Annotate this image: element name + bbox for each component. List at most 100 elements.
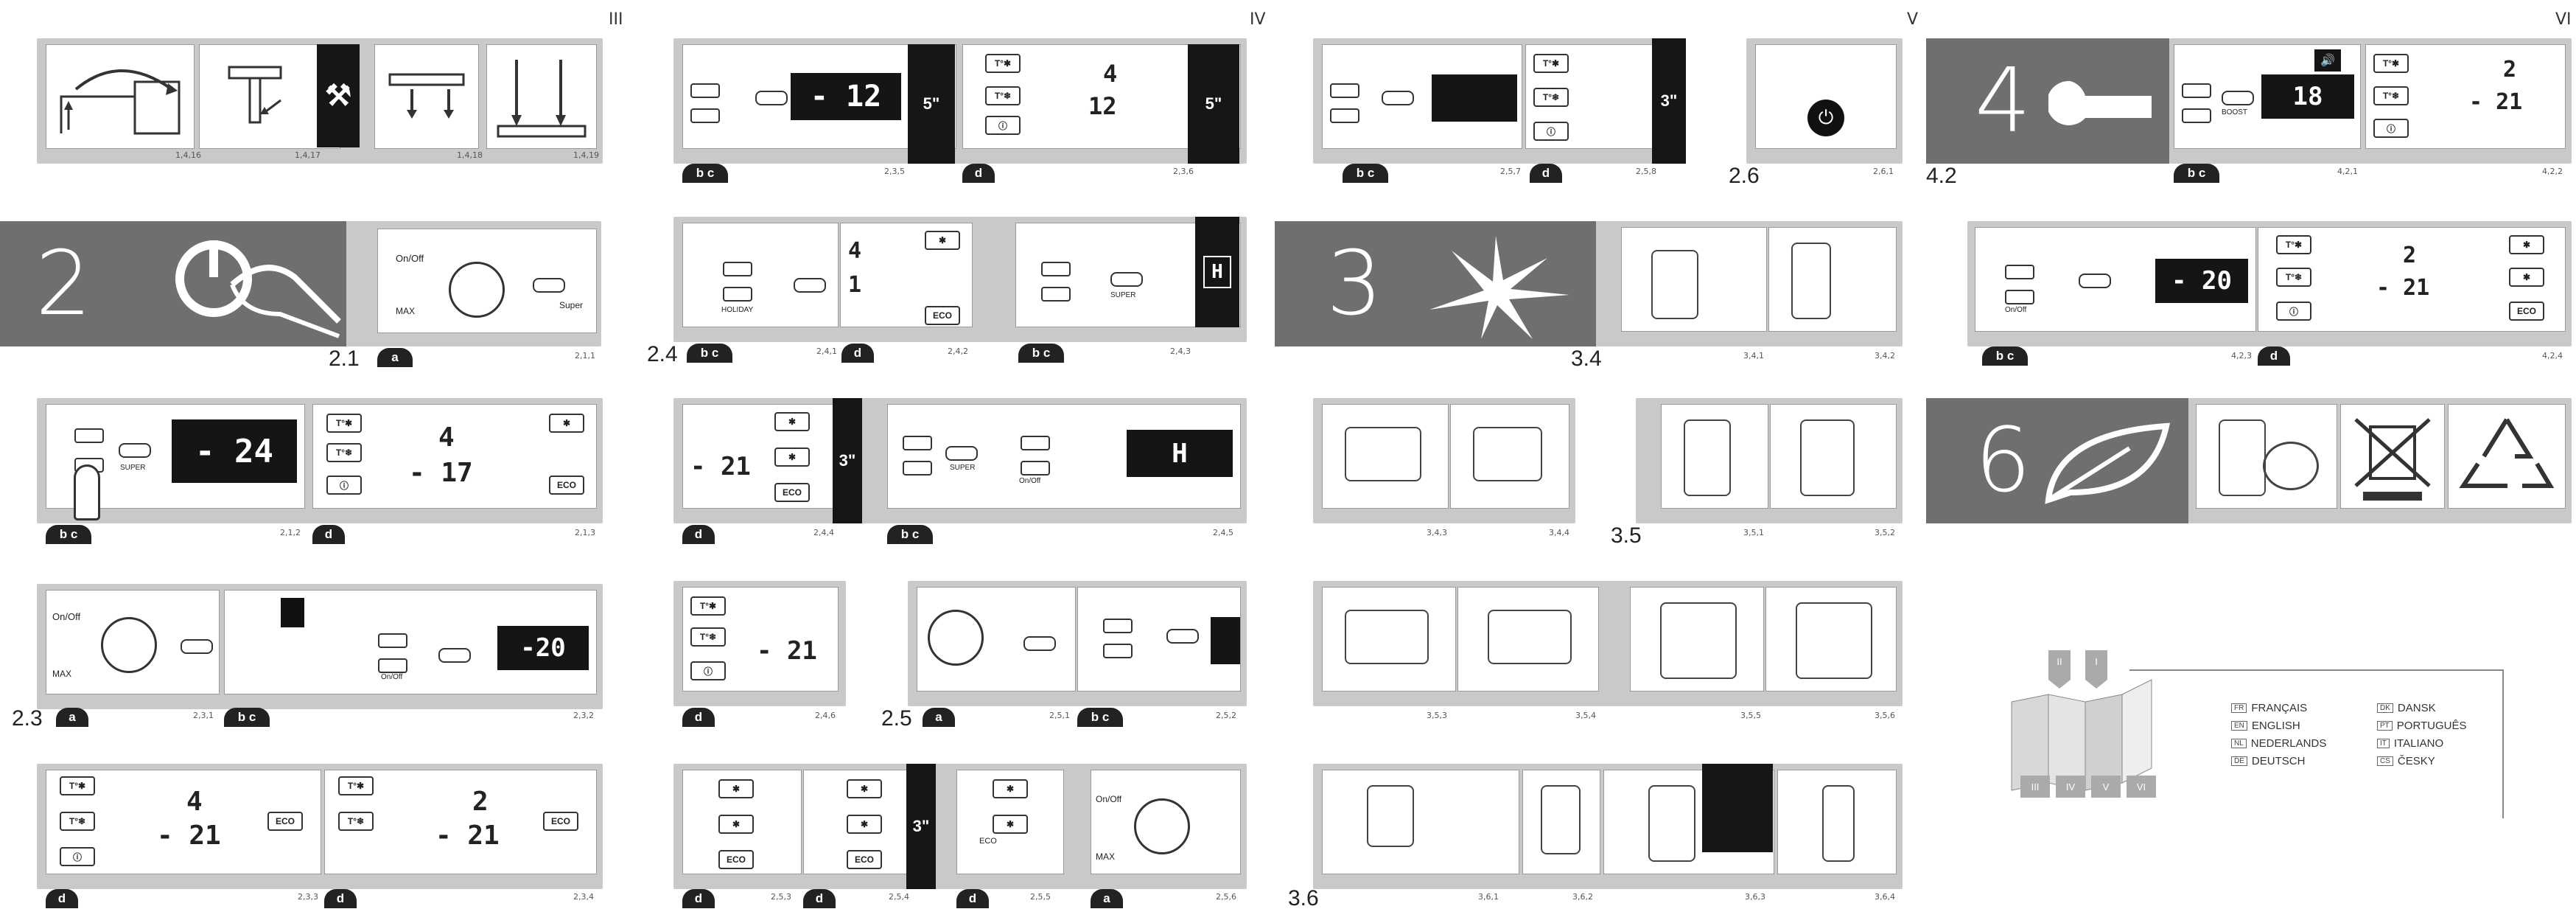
eco-button-253[interactable]: ECO xyxy=(718,850,754,869)
minus-button-245b[interactable] xyxy=(1021,461,1050,476)
minus-button-232[interactable] xyxy=(378,658,407,673)
bottle-button-255[interactable]: ✱ xyxy=(993,815,1028,834)
super-button-251[interactable] xyxy=(1023,636,1056,651)
lang-name-nl: NEDERLANDS xyxy=(2250,737,2327,750)
plus-button[interactable] xyxy=(74,428,104,443)
eco-button-233[interactable]: ECO xyxy=(267,812,303,831)
super-button-243[interactable] xyxy=(1110,272,1143,287)
tag-bc-232: b c xyxy=(224,708,270,727)
info-button-233[interactable]: ⓘ xyxy=(60,847,95,866)
boost-button-235[interactable] xyxy=(755,91,788,105)
minus-button-252[interactable] xyxy=(1103,644,1133,658)
step-2-5-3-figure: ✱ ✱ ECO xyxy=(682,770,802,874)
super-button[interactable] xyxy=(533,278,565,293)
thermostat-dial-231[interactable] xyxy=(101,617,157,673)
eco-button-254[interactable]: ECO xyxy=(847,850,882,869)
super-button-232[interactable] xyxy=(438,648,471,663)
plus-button-235[interactable] xyxy=(690,83,720,98)
hold-5s-tab-236: 5" xyxy=(1188,44,1239,164)
eco-button-213[interactable]: ECO xyxy=(549,476,584,495)
plus-button-245a[interactable] xyxy=(903,436,932,450)
minus-button-235[interactable] xyxy=(690,108,720,123)
minus-button-243[interactable] xyxy=(1041,287,1071,302)
fridge-mode-button-213[interactable]: ✱ xyxy=(549,414,584,433)
super-button-231[interactable] xyxy=(181,639,213,654)
eco-button-234[interactable]: ECO xyxy=(543,812,578,831)
plus-button-241[interactable] xyxy=(723,262,752,276)
bottle-button-254[interactable]: ✱ xyxy=(847,815,882,834)
boost-button-421[interactable] xyxy=(2222,91,2254,105)
caption-3-4-1: 3,4,1 xyxy=(1743,351,1764,361)
power-icon[interactable]: ⏻ xyxy=(1807,100,1844,136)
info-button-236[interactable]: ⓘ xyxy=(985,116,1021,135)
t-freezer-button-258[interactable]: T°❄ xyxy=(1533,88,1569,107)
bottle-button-253[interactable]: ✱ xyxy=(718,815,754,834)
info-button-424[interactable]: ⓘ xyxy=(2276,302,2311,321)
t-fridge-button-258[interactable]: T°✱ xyxy=(1533,54,1569,73)
minus-button-257[interactable] xyxy=(1330,108,1359,123)
info-button-246[interactable]: ⓘ xyxy=(690,661,726,680)
t-freezer-button-234[interactable]: T°❄ xyxy=(338,812,374,831)
plus-button-232[interactable] xyxy=(378,633,407,648)
bottle-button-424[interactable]: ✱ xyxy=(2509,268,2544,287)
thermostat-dial-251[interactable] xyxy=(928,610,984,666)
t-fridge-button-213[interactable]: T°✱ xyxy=(326,414,362,433)
minus-button-421[interactable] xyxy=(2182,108,2211,123)
t-freezer-button-424[interactable]: T°❄ xyxy=(2276,268,2311,287)
minus-button-423[interactable] xyxy=(2005,290,2034,304)
caption-3-6-1: 3,6,1 xyxy=(1478,892,1499,902)
super-button-257[interactable] xyxy=(1382,91,1414,105)
t-freezer-button-422[interactable]: T°❄ xyxy=(2373,86,2409,105)
info-button-258[interactable]: ⓘ xyxy=(1533,122,1569,141)
mode-button-253[interactable]: ✱ xyxy=(718,779,754,798)
plus-button-423[interactable] xyxy=(2005,265,2034,279)
caption-2-1-1: 2,1,1 xyxy=(575,351,595,361)
t-fridge-button-422[interactable]: T°✱ xyxy=(2373,54,2409,73)
super-button-423[interactable] xyxy=(2079,274,2111,288)
t-freezer-button-233[interactable]: T°❄ xyxy=(60,812,95,831)
info-button-213[interactable]: ⓘ xyxy=(326,476,362,495)
plus-button-245b[interactable] xyxy=(1021,436,1050,450)
t-freezer-button-236[interactable]: T°❄ xyxy=(985,86,1021,105)
super-button-252[interactable] xyxy=(1166,629,1199,644)
t-freezer-button-213[interactable]: T°❄ xyxy=(326,443,362,462)
plus-button-257[interactable] xyxy=(1330,83,1359,98)
bottle-button-244[interactable]: ✱ xyxy=(774,447,810,467)
caption-1-4-16: 1,4,16 xyxy=(175,150,201,160)
eco-button-424[interactable]: ECO xyxy=(2509,302,2544,321)
mode-button-244[interactable]: ✱ xyxy=(774,412,810,431)
super-button-212[interactable] xyxy=(119,443,151,458)
plus-button-243[interactable] xyxy=(1041,262,1071,276)
onoff-text-232: On/Off xyxy=(381,673,403,681)
t-fridge-button-424[interactable]: T°✱ xyxy=(2276,235,2311,254)
eco-button-242[interactable]: ECO xyxy=(925,306,960,325)
mode-button-254[interactable]: ✱ xyxy=(847,779,882,798)
eco-button-244[interactable]: ECO xyxy=(774,483,810,502)
minus-button-241[interactable] xyxy=(723,287,752,302)
minus-button-245a[interactable] xyxy=(903,461,932,476)
t-fridge-button-246[interactable]: T°✱ xyxy=(690,596,726,616)
t-fridge-button-234[interactable]: T°✱ xyxy=(338,776,374,795)
super-button-245[interactable] xyxy=(945,446,978,461)
plus-button-252[interactable] xyxy=(1103,619,1133,633)
thermostat-dial[interactable] xyxy=(449,262,505,318)
info-button-422[interactable]: ⓘ xyxy=(2373,119,2409,138)
thermostat-dial-256[interactable] xyxy=(1134,798,1190,854)
plus-button-421[interactable] xyxy=(2182,83,2211,98)
holiday-button-241[interactable] xyxy=(794,278,826,293)
t-fridge-button-233[interactable]: T°✱ xyxy=(60,776,95,795)
holiday-mode-button-242[interactable]: ✱ xyxy=(925,231,960,250)
mode-button-255[interactable]: ✱ xyxy=(993,779,1028,798)
mode-button-424[interactable]: ✱ xyxy=(2509,235,2544,254)
display-fridge-4-233: 4 xyxy=(186,787,203,817)
t-freezer-button-246[interactable]: T°❄ xyxy=(690,627,726,647)
t-fridge-button-236[interactable]: T°✱ xyxy=(985,54,1021,73)
